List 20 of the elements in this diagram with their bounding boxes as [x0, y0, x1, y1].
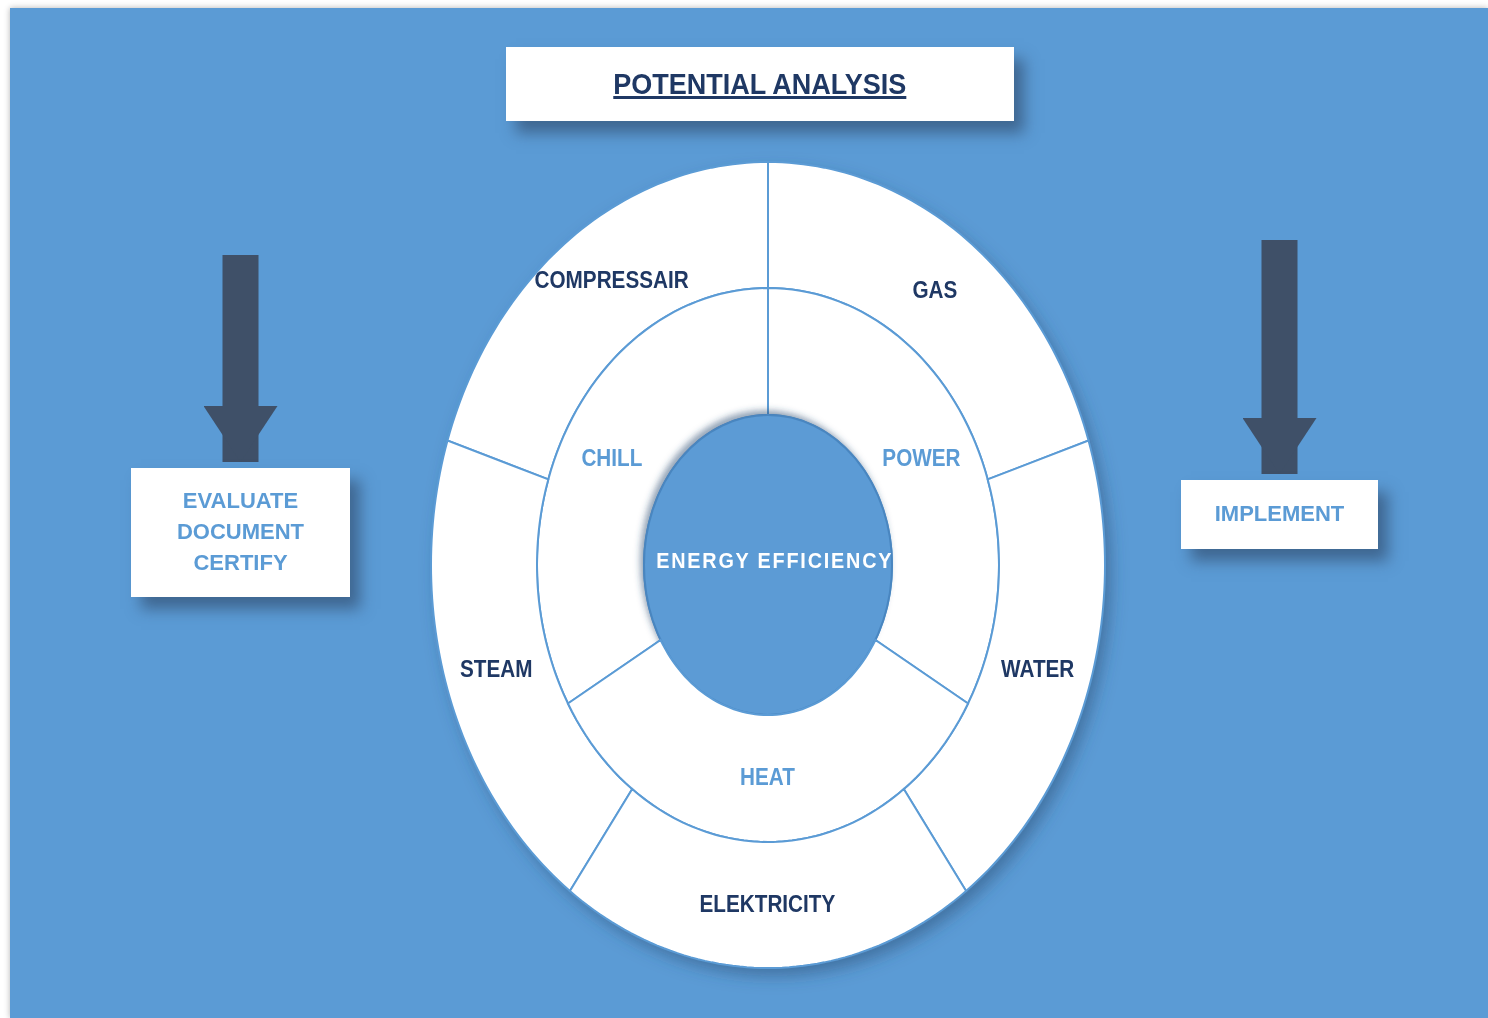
ring-segment — [566, 638, 970, 843]
ring-segment — [446, 161, 769, 481]
segment-label: POWER — [881, 444, 961, 472]
process-box — [131, 468, 350, 597]
title: POTENTIAL ANALYSIS — [613, 67, 907, 101]
ring-segment — [767, 161, 1090, 481]
segment-label: COMPRESSAIR — [534, 266, 690, 294]
down-arrow — [203, 255, 278, 462]
ring-segment — [568, 787, 968, 969]
segment-label: HEAT — [739, 763, 795, 791]
segment-label: WATER — [1001, 655, 1075, 683]
box-label: EVALUATE DOCUMENT CERTIFY — [175, 487, 306, 577]
down-arrow — [1242, 240, 1317, 474]
segment-label: CHILL — [581, 444, 643, 472]
segment-label: STEAM — [459, 655, 533, 683]
segment-label: ELEKTRICITY — [699, 890, 835, 918]
segment-label: GAS — [912, 276, 958, 304]
segment-label: ENERGY EFFICIENCY — [656, 548, 894, 574]
box-label: IMPLEMENT — [1213, 500, 1346, 529]
process-box — [1181, 480, 1378, 549]
